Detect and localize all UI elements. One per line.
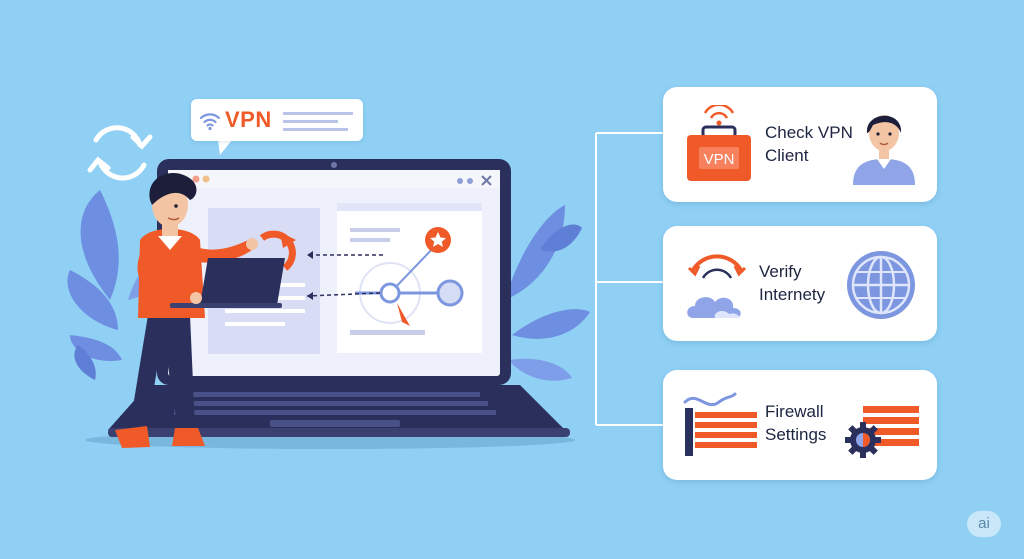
laptop-illustration (108, 159, 570, 437)
vpn-badge-text: VPN (704, 151, 735, 168)
text-line (283, 128, 348, 131)
person-illustration (115, 172, 285, 448)
vpn-speech-bubble: VPN (191, 99, 363, 141)
vpn-case-icon: VPN (687, 105, 751, 181)
person-icon (853, 115, 915, 185)
card-label-check-vpn: Check VPN Client (765, 123, 853, 165)
gear-icon (845, 422, 881, 458)
ai-badge: ai (967, 511, 1001, 537)
card-check-vpn-client[interactable]: VPN Check VPN Client (663, 87, 937, 202)
wifi-icon (199, 113, 221, 131)
network-arc-icon (687, 254, 747, 279)
vpn-label: VPN (225, 107, 272, 132)
right-plant-illustration (505, 205, 590, 381)
cloud-icon (687, 297, 741, 318)
sync-icon (87, 125, 153, 181)
card-label-verify-internet: Verify Internety (759, 262, 826, 304)
firewall-wall-icon (683, 392, 757, 456)
firewall-rules-icon (863, 406, 919, 446)
card-verify-internet[interactable]: Verify Internety (663, 226, 937, 341)
connector-lines (595, 132, 663, 426)
bubble-tail (218, 140, 232, 155)
text-line (283, 120, 338, 123)
text-line (283, 112, 353, 115)
globe-icon (847, 251, 915, 319)
card-label-firewall: Firewall Settings (765, 402, 827, 444)
card-firewall-settings[interactable]: Firewall Settings (663, 370, 937, 480)
